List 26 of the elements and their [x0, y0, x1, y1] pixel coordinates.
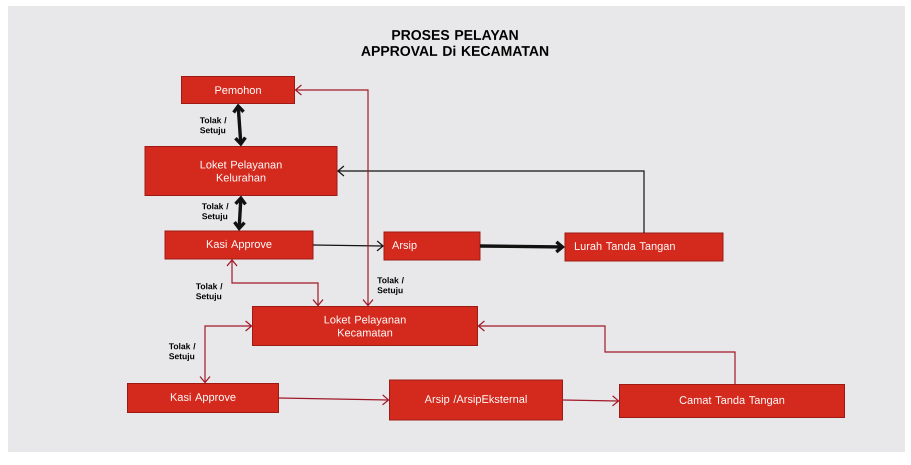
arrow	[278, 394, 390, 406]
arrow	[313, 240, 384, 252]
edge-label: Tolak / Setuju	[376, 276, 406, 296]
process-box: Kasi Approve	[164, 230, 314, 260]
process-box: Pemohon	[181, 76, 295, 104]
process-box: Kasi Approve	[127, 383, 279, 413]
process-box: Arsip	[384, 232, 480, 260]
process-box: Camat Tanda Tangan	[619, 384, 845, 418]
arrow	[232, 104, 247, 146]
arrow	[200, 320, 252, 384]
process-box: Lurah Tanda Tangan	[564, 232, 724, 262]
arrow	[478, 320, 736, 384]
edge-label: Tolak / Setuju	[168, 342, 198, 362]
process-box: Arsip /ArsipEksternal	[389, 380, 563, 420]
process-box: Loket Pelayanan Kelurahan	[144, 146, 338, 196]
edge-label: Tolak / Setuju	[198, 116, 229, 136]
arrow	[226, 259, 324, 306]
arrow	[480, 240, 565, 254]
arrow	[562, 395, 620, 406]
edge-label: Tolak / Setuju	[200, 202, 231, 222]
arrow	[233, 196, 247, 231]
arrow	[294, 84, 374, 306]
process-box: Loket Pelayanan Kecamatan	[252, 306, 478, 346]
arrow	[337, 166, 645, 233]
title: PROSES PELAYAN APPROVAL Di KECAMATAN	[361, 30, 548, 56]
edge-label: Tolak / Setuju	[194, 282, 225, 302]
